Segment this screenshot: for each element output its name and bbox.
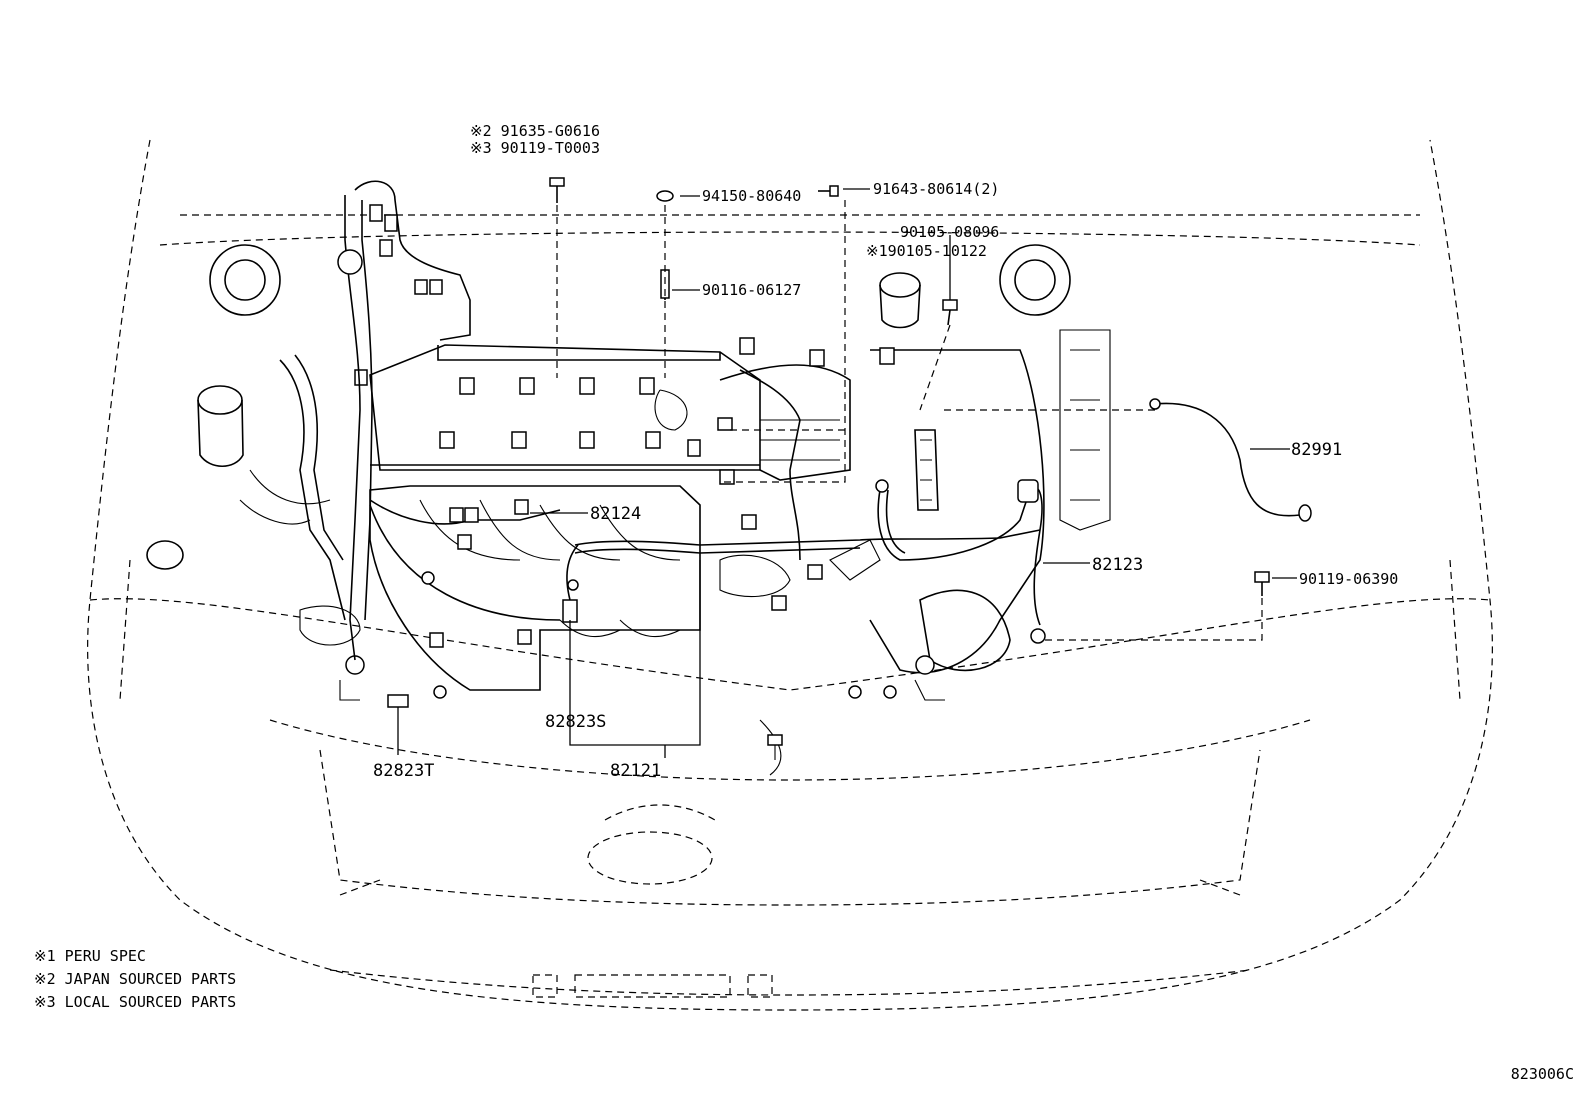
callout-label: 90116-06127 xyxy=(702,281,801,299)
callout-label: 82823S xyxy=(545,712,606,732)
callout-label: ※190105-10122 xyxy=(866,242,987,260)
nut-icon xyxy=(656,190,674,202)
callout-label: 90105-08096 xyxy=(900,223,999,241)
callout-label: 82991 xyxy=(1291,440,1342,460)
vehicle-body-outline xyxy=(87,139,1493,1011)
figure-code: 823006C xyxy=(1510,1065,1574,1083)
callout-label: 94150-80640 xyxy=(702,187,801,205)
callout-label: 82124 xyxy=(590,504,641,524)
ignition-coils xyxy=(354,369,701,457)
callout-label: ※2 91635-G0616 xyxy=(470,122,600,140)
footnote: ※3 LOCAL SOURCED PARTS xyxy=(34,993,237,1011)
callout-label: 82121 xyxy=(610,761,661,781)
bolt-icon xyxy=(549,177,565,203)
callout-label: 82123 xyxy=(1092,555,1143,575)
bolt-icon xyxy=(1254,571,1270,596)
callout-label: 82823T xyxy=(373,761,434,781)
bolt-icon xyxy=(818,185,839,197)
footnote: ※1 PERU SPEC xyxy=(34,947,146,965)
callout-labels: ※2 91635-G0616 ※3 90119-T0003 94150-8064… xyxy=(373,122,1398,781)
footnotes: ※1 PERU SPEC ※2 JAPAN SOURCED PARTS ※3 L… xyxy=(34,945,236,1014)
bolt-icon xyxy=(942,299,958,326)
leader-lines xyxy=(397,188,1297,758)
callout-label: 90119-06390 xyxy=(1299,570,1398,588)
callout-label: ※3 90119-T0003 xyxy=(470,139,600,157)
wiring-harness xyxy=(279,180,1312,708)
callout-label: 91643-80614(2) xyxy=(873,180,999,198)
footnote: ※2 JAPAN SOURCED PARTS xyxy=(34,970,237,988)
